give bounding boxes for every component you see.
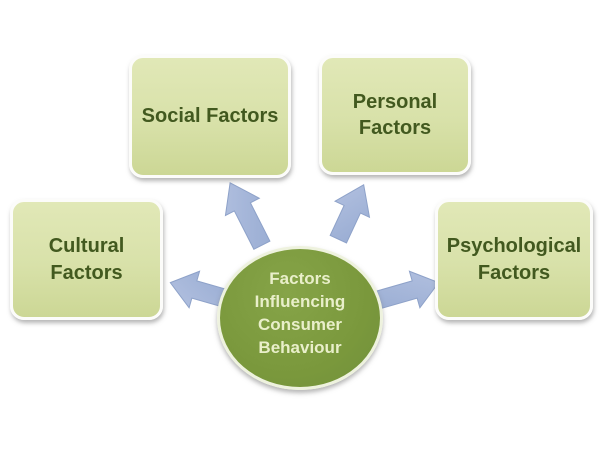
node-personal-factors: Personal Factors <box>319 55 471 175</box>
node-social-factors-label: Social Factors <box>141 105 279 128</box>
node-psychological-factors-label: Psychological Factors <box>446 235 582 284</box>
node-psychological-factors: Psychological Factors <box>435 199 593 320</box>
node-center: Factors Influencing Consumer Behaviour <box>217 246 383 390</box>
arrow-to-personal-icon <box>329 184 371 244</box>
node-personal-factors-label: Personal Factors <box>352 90 438 139</box>
node-cultural-factors: Cultural Factors <box>10 199 163 320</box>
node-center-label: Factors Influencing Consumer Behaviour <box>254 269 346 357</box>
node-social-factors: Social Factors <box>129 55 291 178</box>
node-cultural-factors-label: Cultural Factors <box>48 235 125 284</box>
arrow-to-social-icon <box>224 182 271 250</box>
